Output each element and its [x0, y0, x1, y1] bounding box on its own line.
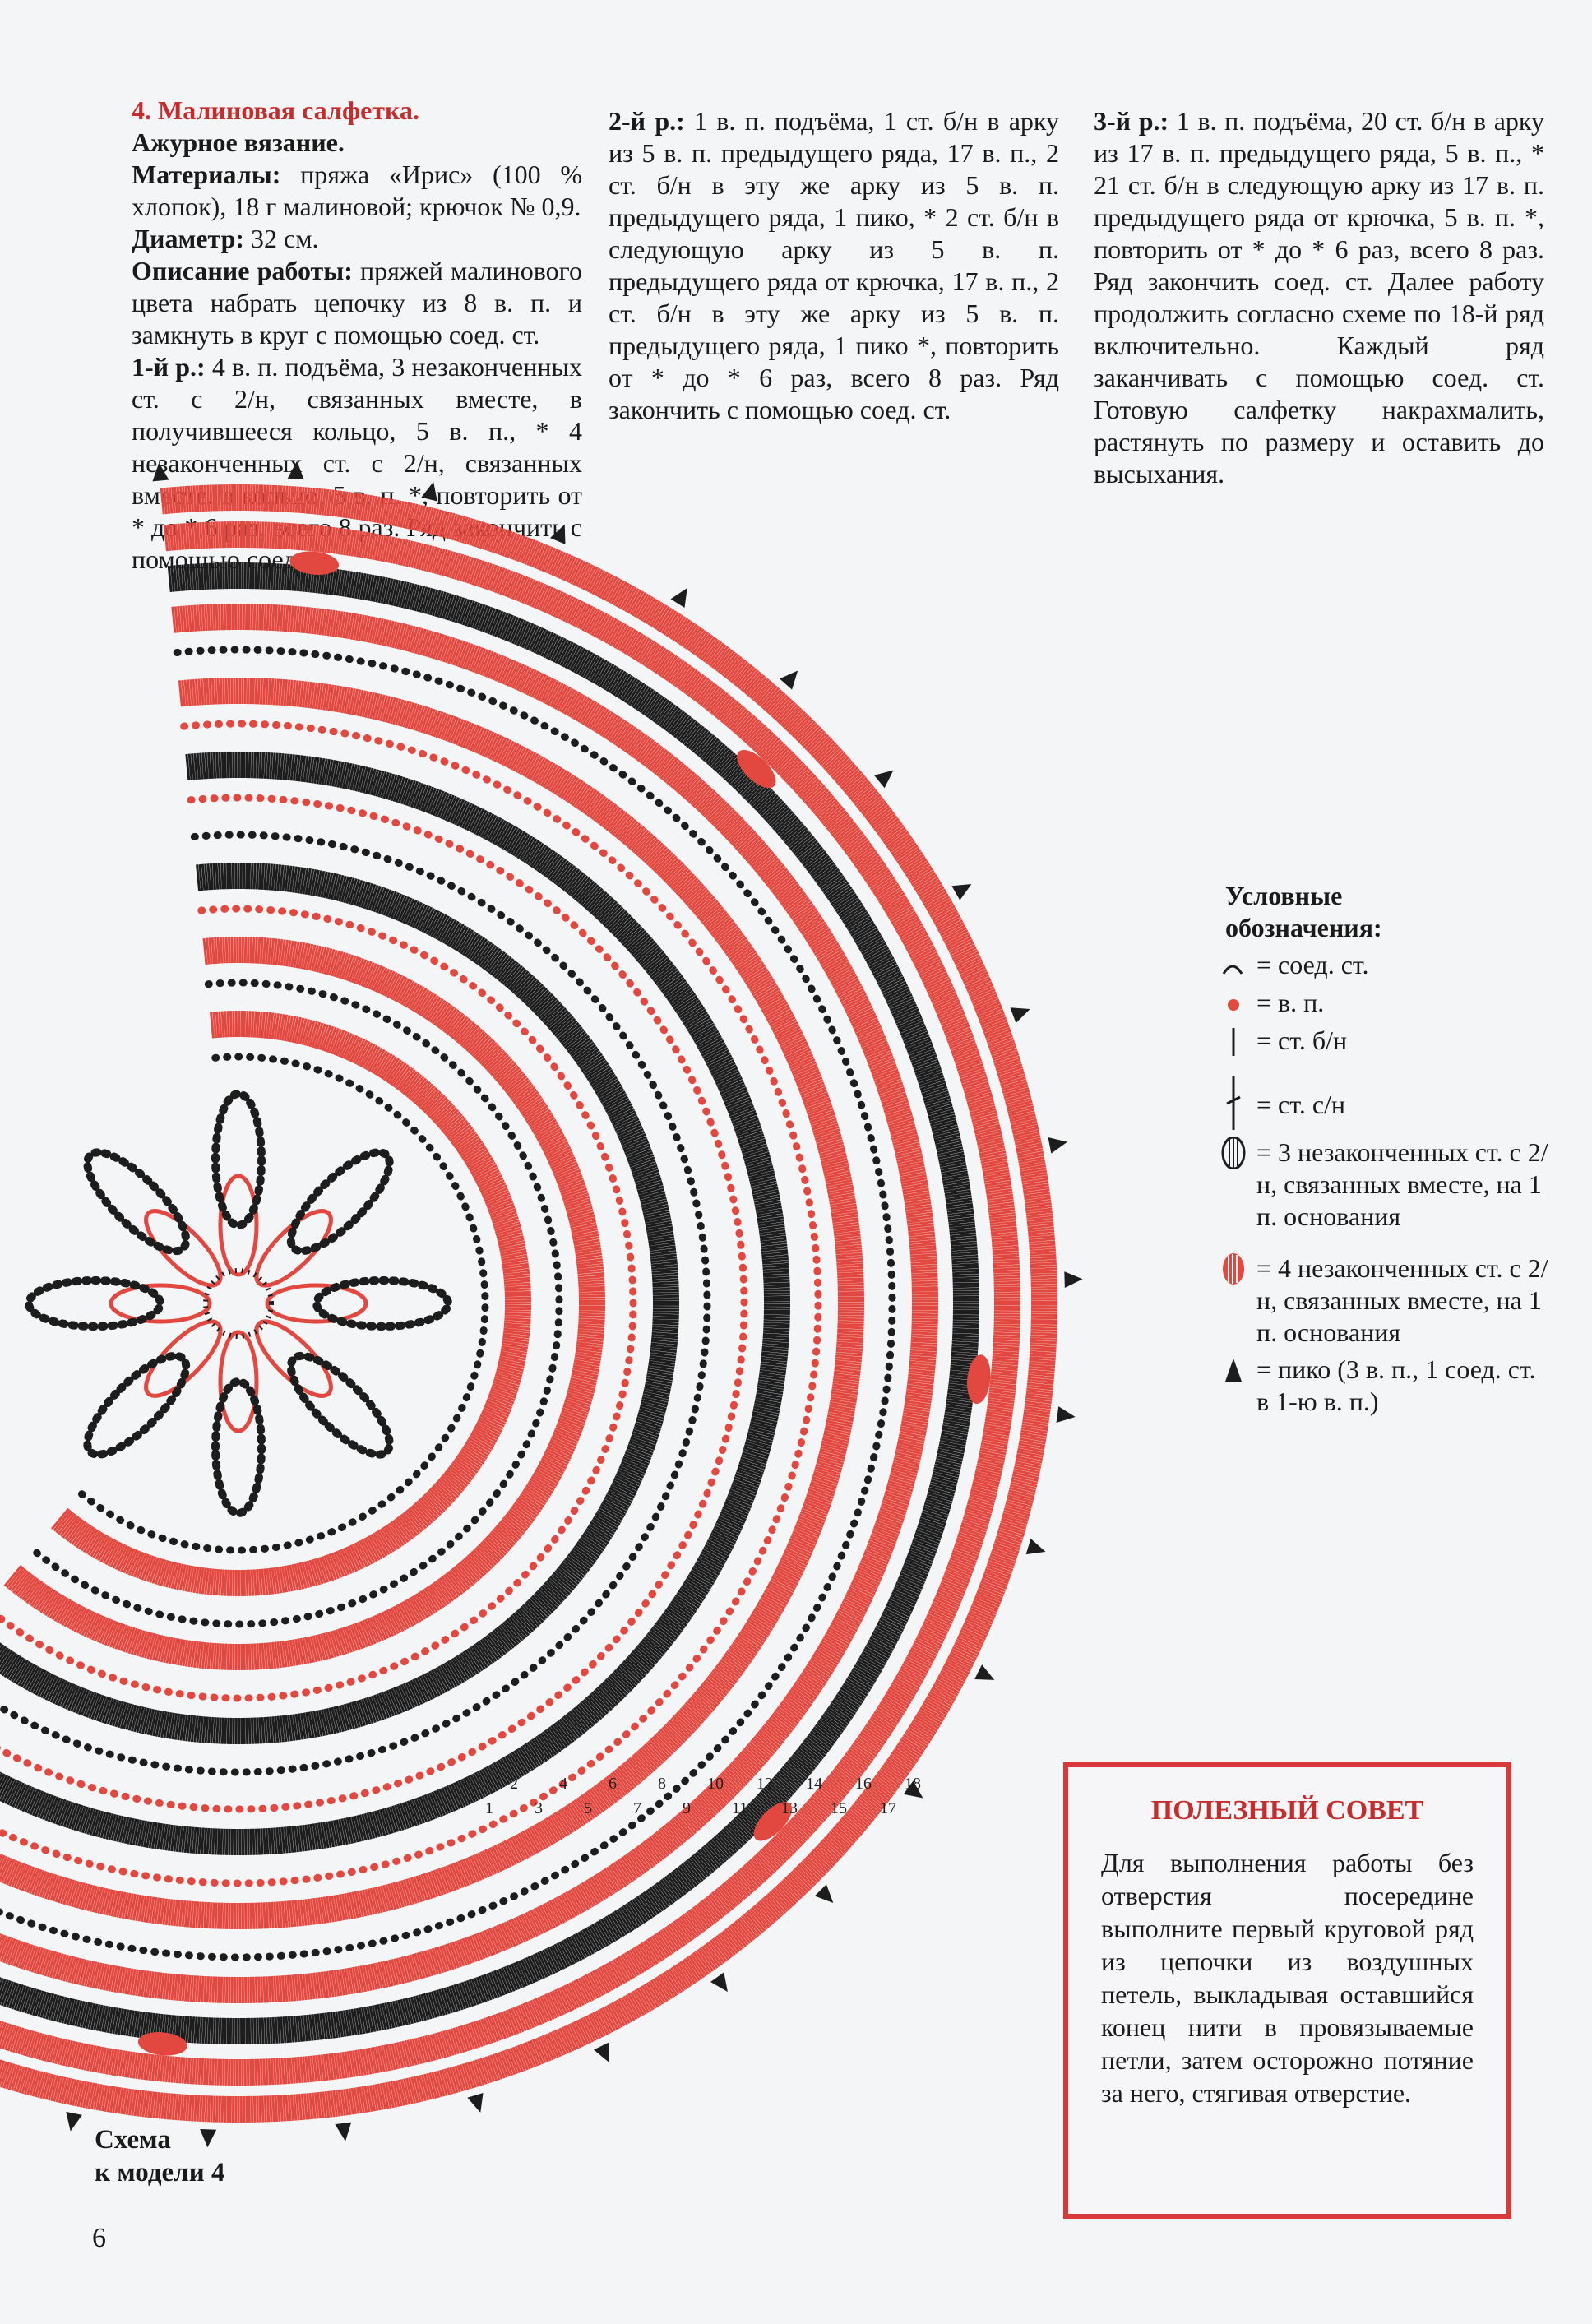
legend-heading: Условные обозначения:	[1225, 881, 1382, 942]
chain-stitch-icon	[1228, 999, 1239, 1011]
diagram-caption: Схема к модели 4	[95, 2125, 225, 2187]
row-number: 9	[683, 1799, 691, 1817]
row-number: 18	[905, 1775, 921, 1793]
cluster-3-icon	[1221, 1137, 1246, 1169]
legend-item-chain: = в. п.	[1209, 987, 1554, 1020]
legend-item-cluster-3: = 3 незаконченных ст. с 2/н, связанных в…	[1209, 1137, 1554, 1233]
row-number: 5	[584, 1799, 592, 1817]
row-3-instructions: 3-й р.: 1 в. п. подъёма, 20 ст. б/н в ар…	[1094, 106, 1545, 488]
row-number: 2	[510, 1775, 518, 1793]
legend-item-cluster-4: = 4 незаконченных ст. с 2/н, связанных в…	[1209, 1252, 1554, 1349]
diameter: Диаметр: 32 см.	[132, 224, 319, 253]
description: Описание работы: пряжей малинового цвета…	[132, 256, 583, 350]
article-title: 4. Малиновая салфетка.	[132, 95, 419, 125]
row-number: 13	[781, 1799, 798, 1817]
row-number: 10	[707, 1775, 724, 1793]
legend-item-double-crochet: = ст. с/н	[1209, 1074, 1554, 1132]
useful-tip-box: ПОЛЕЗНЫЙ СОВЕТ Для выполнения работы без…	[1063, 1762, 1511, 2219]
row-number: 15	[831, 1799, 847, 1817]
tip-title: ПОЛЕЗНЫЙ СОВЕТ	[1150, 1795, 1424, 1826]
double-crochet-icon	[1226, 1076, 1241, 1130]
row-2-instructions: 2-й р.: 1 в. п. подъёма, 1 ст. б/н в арк…	[609, 106, 1060, 424]
slip-stitch-icon	[1222, 965, 1243, 975]
row-number: 3	[535, 1799, 543, 1817]
materials: Материалы: пряжа «Ирис» (100 % хлопок), …	[132, 160, 582, 221]
legend-item-slip-stitch: = соед. ст.	[1209, 949, 1554, 982]
legend-item-picot: = пико (3 в. п., 1 соед. ст. в 1-ю в. п.…	[1209, 1354, 1554, 1418]
row-number: 6	[609, 1775, 617, 1793]
legend: Условные обозначения: = соед. ст. = в. п…	[1209, 880, 1554, 1418]
single-crochet-icon	[1232, 1028, 1235, 1056]
article-column-2: 2-й р.: 1 в. п. подъёма, 1 ст. б/н в арк…	[609, 105, 1059, 426]
row-number: 1	[485, 1799, 493, 1817]
row-number: 12	[757, 1775, 773, 1793]
article-column-1: 4. Малиновая салфетка. Ажурное вязание. …	[132, 95, 582, 576]
row-number: 17	[880, 1799, 896, 1817]
row-number: 4	[559, 1775, 567, 1793]
row-number: 14	[806, 1775, 822, 1793]
page-number: 6	[92, 2223, 106, 2253]
row-number: 8	[658, 1775, 666, 1793]
article-column-3: 3-й р.: 1 в. п. подъёма, 20 ст. б/н в ар…	[1094, 105, 1544, 490]
row-number: 11	[732, 1799, 747, 1817]
picot-icon	[1225, 1359, 1242, 1382]
row-number: 16	[855, 1775, 872, 1793]
cluster-4-icon	[1223, 1253, 1244, 1285]
tip-text: Для выполнения работы без отверстия посе…	[1101, 1848, 1474, 2108]
row-number: 7	[633, 1799, 641, 1817]
article-subtitle: Ажурное вязание.	[132, 127, 345, 157]
legend-item-single-crochet: = ст. б/н	[1209, 1025, 1554, 1058]
